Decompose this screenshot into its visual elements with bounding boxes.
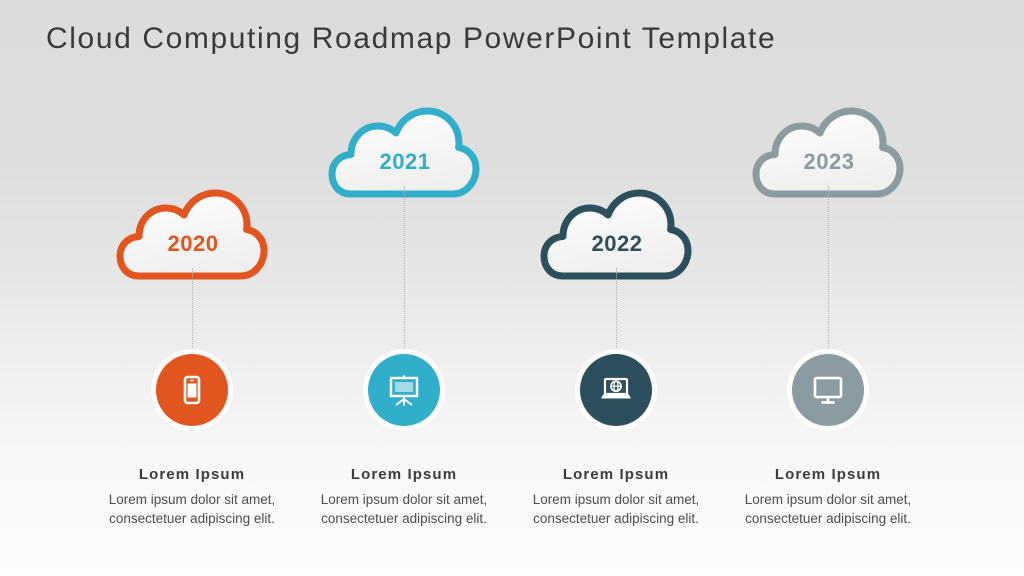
cloud-shape-2023: 2023 xyxy=(752,107,905,200)
arrow-connector-3 xyxy=(660,377,788,403)
cloud-shape-2021: 2021 xyxy=(328,107,481,200)
cloud-year-label: 2023 xyxy=(803,149,855,174)
cloud-year-label: 2022 xyxy=(591,231,643,256)
dotted-connector-2023 xyxy=(828,186,829,354)
laptop-globe-icon xyxy=(601,377,631,399)
milestone-icon-circle-2022[interactable] xyxy=(580,354,652,426)
milestone-icon-circle-2023[interactable] xyxy=(792,354,864,426)
milestone-heading: Lorem Ipsum xyxy=(562,466,670,483)
dotted-connector-2020 xyxy=(192,268,193,354)
arrow-bar xyxy=(236,385,348,396)
arrow-head xyxy=(771,377,788,403)
milestone-heading: Lorem Ipsum xyxy=(350,466,458,483)
page-title: Cloud Computing Roadmap PowerPoint Templ… xyxy=(46,22,777,55)
milestone-icon-circle-2021[interactable] xyxy=(368,354,440,426)
arrow-connector-2 xyxy=(448,377,576,403)
arrow-bar xyxy=(448,385,560,396)
milestone-text-2021: Lorem Ipsum Lorem ipsum dolor sit amet, … xyxy=(298,466,510,528)
milestone-body: Lorem ipsum dolor sit amet, consectetuer… xyxy=(532,492,700,526)
presentation-board-icon xyxy=(389,375,419,406)
arrow-connector-1 xyxy=(236,377,364,403)
milestone-heading: Lorem Ipsum xyxy=(774,466,882,483)
cloud-year-label: 2020 xyxy=(167,231,219,256)
arrow-bar xyxy=(660,385,772,396)
cloud-icon xyxy=(752,107,904,198)
smartphone-icon xyxy=(183,375,201,405)
dotted-connector-2022 xyxy=(616,268,617,354)
milestone-icon-circle-2020[interactable] xyxy=(156,354,228,426)
cloud-shape-2020: 2020 xyxy=(116,189,269,282)
cloud-year-label: 2021 xyxy=(379,149,431,174)
cloud-icon xyxy=(116,189,268,280)
milestone-body: Lorem ipsum dolor sit amet, consectetuer… xyxy=(108,492,276,526)
dotted-connector-2021 xyxy=(404,186,405,354)
milestone-text-2022: Lorem Ipsum Lorem ipsum dolor sit amet, … xyxy=(510,466,722,528)
milestone-text-2020: Lorem Ipsum Lorem ipsum dolor sit amet, … xyxy=(86,466,298,528)
cloud-icon xyxy=(328,107,480,198)
milestone-heading: Lorem Ipsum xyxy=(138,466,246,483)
arrow-head xyxy=(559,377,576,403)
milestone-body: Lorem ipsum dolor sit amet, consectetuer… xyxy=(744,492,912,526)
cloud-icon xyxy=(540,189,692,280)
desktop-monitor-icon xyxy=(813,376,843,404)
cloud-shape-2022: 2022 xyxy=(540,189,693,282)
arrow-head xyxy=(347,377,364,403)
milestone-body: Lorem ipsum dolor sit amet, consectetuer… xyxy=(320,492,488,526)
milestone-text-2023: Lorem Ipsum Lorem ipsum dolor sit amet, … xyxy=(722,466,934,528)
